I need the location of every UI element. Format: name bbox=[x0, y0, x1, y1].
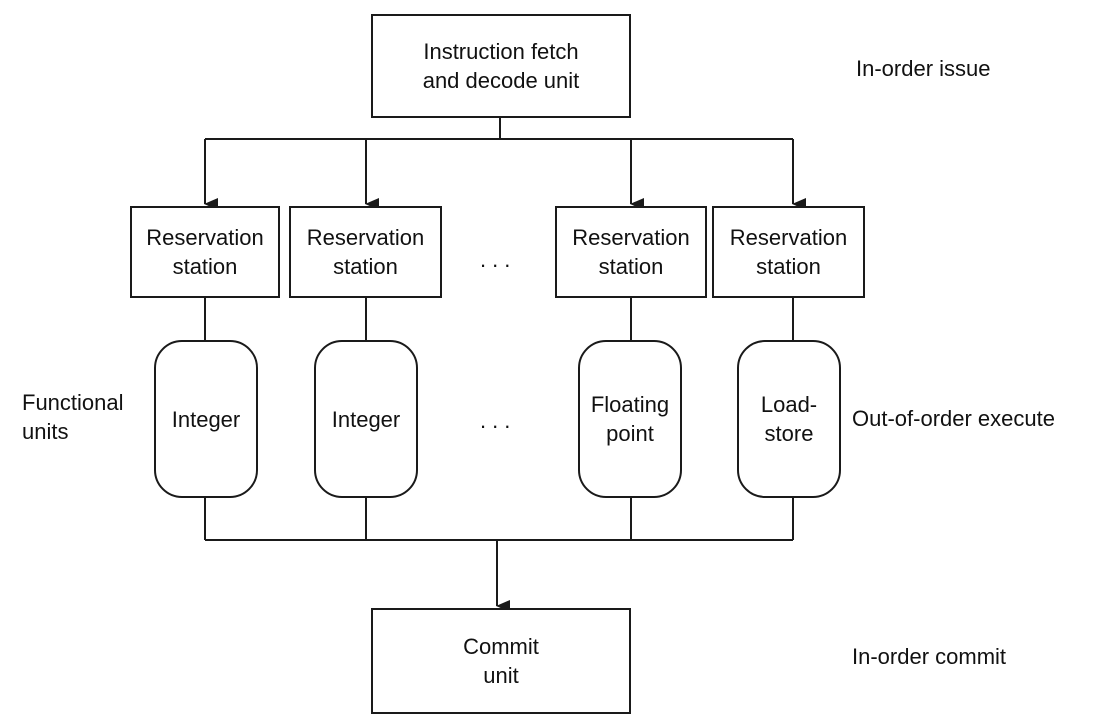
functional-units-label: Functional units bbox=[22, 388, 124, 446]
functional-unit-floating-point: Floating point bbox=[578, 340, 682, 498]
out-of-order-execute-label: Out-of-order execute bbox=[852, 406, 1055, 431]
reservation-station-2: Reservation station bbox=[289, 206, 442, 298]
reservation-station-1: Reservation station bbox=[130, 206, 280, 298]
reservation-station-ellipsis: ... bbox=[480, 247, 517, 272]
functional-unit-ellipsis: ... bbox=[480, 408, 517, 433]
commit-unit-line2: unit bbox=[483, 663, 519, 688]
functional-unit-line1: Integer bbox=[171, 406, 241, 432]
reservation-station-4: Reservation station bbox=[712, 206, 865, 298]
reservation-station-line2: station bbox=[333, 254, 398, 279]
functional-unit-line1: Integer bbox=[331, 406, 401, 432]
functional-unit-line2: point bbox=[606, 421, 654, 446]
reservation-station-line2: station bbox=[598, 254, 664, 279]
fetch-unit-line2: and decode unit bbox=[422, 68, 580, 93]
reservation-station-3: Reservation station bbox=[555, 206, 707, 298]
functional-unit-integer-2: Integer bbox=[314, 340, 418, 498]
commit-unit: Commit unit bbox=[371, 608, 631, 714]
reservation-station-line1: Reservation bbox=[306, 225, 425, 250]
functional-units-label-line2: units bbox=[22, 419, 69, 444]
functional-units-label-line1: Functional bbox=[22, 390, 124, 415]
functional-unit-line2: store bbox=[764, 421, 814, 446]
functional-unit-load-store: Load- store bbox=[737, 340, 841, 498]
functional-unit-integer-1: Integer bbox=[154, 340, 258, 498]
reservation-station-line1: Reservation bbox=[146, 225, 264, 250]
commit-unit-line1: Commit bbox=[463, 634, 539, 659]
reservation-station-line2: station bbox=[756, 254, 821, 279]
functional-unit-line1: Floating bbox=[590, 392, 670, 417]
fetch-decode-unit: Instruction fetch and decode unit bbox=[371, 14, 631, 118]
in-order-commit-label: In-order commit bbox=[852, 644, 1007, 669]
reservation-station-line1: Reservation bbox=[729, 225, 848, 250]
in-order-issue-label: In-order issue bbox=[856, 56, 991, 81]
fetch-unit-line1: Instruction fetch bbox=[423, 39, 579, 64]
reservation-station-line1: Reservation bbox=[572, 225, 690, 250]
functional-unit-line1: Load- bbox=[760, 392, 818, 417]
reservation-station-line2: station bbox=[172, 254, 238, 279]
